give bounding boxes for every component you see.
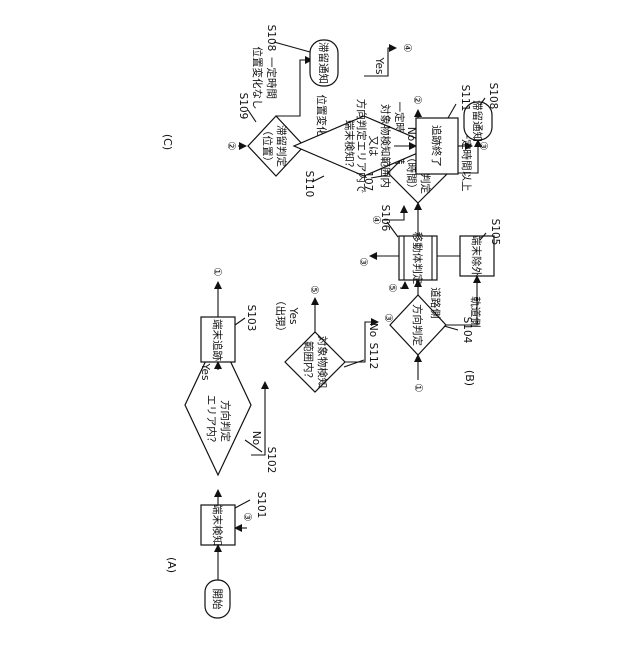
- connector-2-b-out: ②: [411, 95, 423, 104]
- panel-label-c: (C): [161, 134, 174, 150]
- object-detect-range-c-line3: 方向判定エリア内で: [355, 99, 368, 194]
- stay-notify-b-label: 滞留通知: [471, 100, 484, 142]
- decision-object-detect-range: [285, 332, 345, 392]
- step-s101: S101: [255, 492, 267, 519]
- step-s108-c: S108: [265, 25, 277, 52]
- leader-s101: [235, 500, 250, 508]
- edge-label-no-change-2: 位置変化なし: [251, 47, 264, 110]
- leader-s103: [235, 318, 245, 325]
- connector-5-a-out: ⑤: [308, 285, 320, 294]
- object-detect-range-line2: 範囲内？: [302, 341, 315, 383]
- step-s102: S102: [265, 447, 277, 474]
- edge-label-no-c: No: [405, 127, 417, 141]
- terminal-track-label: 端末追跡: [211, 319, 224, 361]
- object-detect-range-c-line1: 対象物検知範囲内: [379, 104, 392, 188]
- connector-3-b-out: ③: [357, 257, 369, 266]
- step-s110: S110: [303, 171, 315, 198]
- step-s103: S103: [245, 305, 257, 332]
- object-detect-range-c-line4: 端末検知？: [343, 120, 356, 173]
- direction-judge-label: 方向判定: [411, 304, 424, 346]
- step-s109: S109: [237, 93, 249, 120]
- connector-3-a-out: ③: [382, 313, 394, 322]
- stay-judge-position-line2: （位置）: [261, 125, 274, 167]
- moving-body-judge-label: 移動体判定: [411, 232, 424, 285]
- panel-label-a: (A): [165, 557, 178, 573]
- edge-label-road-side: 道路側: [429, 287, 442, 319]
- edge-stay-position-no-change: [276, 60, 312, 116]
- object-detect-range-line1: 対象物検知: [316, 336, 329, 389]
- edge-label-yes-appear-1: Yes: [287, 307, 299, 325]
- direction-area-line2: エリア内？: [205, 395, 218, 448]
- start-label: 開始: [211, 589, 224, 610]
- connector-3-a-in: ③: [241, 512, 253, 521]
- edge-label-no-change-1: 一定時間: [265, 57, 278, 99]
- panel-label-b: (B): [463, 370, 476, 386]
- object-detect-range-c-line2: 又は: [367, 136, 379, 157]
- leader-s111: [448, 104, 456, 118]
- leader-s108-c: [274, 42, 310, 52]
- connector-4-b-in: ④: [370, 215, 382, 224]
- edge-c5-to-moving: [400, 282, 405, 288]
- step-s108-b: S108: [487, 83, 499, 110]
- edge-label-track-side: 軌道側: [469, 296, 482, 328]
- edge-label-yes-c: Yes: [373, 57, 385, 75]
- connector-1-b-in: ①: [412, 383, 424, 392]
- terminal-detect-label: 端末検知: [211, 504, 224, 546]
- edge-label-yes-a: Yes: [199, 363, 211, 381]
- step-s112: S112: [367, 343, 379, 370]
- terminal-exclude-label: 端末除外: [470, 235, 483, 277]
- stay-judge-position-line1: 滞留判定: [275, 125, 288, 167]
- direction-area-line1: 方向判定: [219, 400, 232, 442]
- edge-label-yes-appear-2: （出現）: [274, 295, 287, 337]
- stay-notify-c-label: 滞留通知: [317, 42, 330, 84]
- tracking-end-label: 追跡終了: [430, 125, 443, 167]
- connector-4-c-out: ④: [401, 43, 413, 52]
- connector-5-b-in: ⑤: [386, 283, 398, 292]
- connector-2-c-in: ②: [225, 141, 237, 150]
- connector-3-c-out: ③: [477, 141, 489, 150]
- edge-label-no-a: No: [250, 431, 262, 445]
- edge-label-no-s112: No: [367, 323, 379, 337]
- connector-1-a-out: ①: [211, 267, 223, 276]
- leader-s112: [344, 360, 364, 367]
- leader-s104: [444, 326, 458, 330]
- step-s105: S105: [489, 219, 501, 246]
- step-s111: S111: [459, 85, 471, 112]
